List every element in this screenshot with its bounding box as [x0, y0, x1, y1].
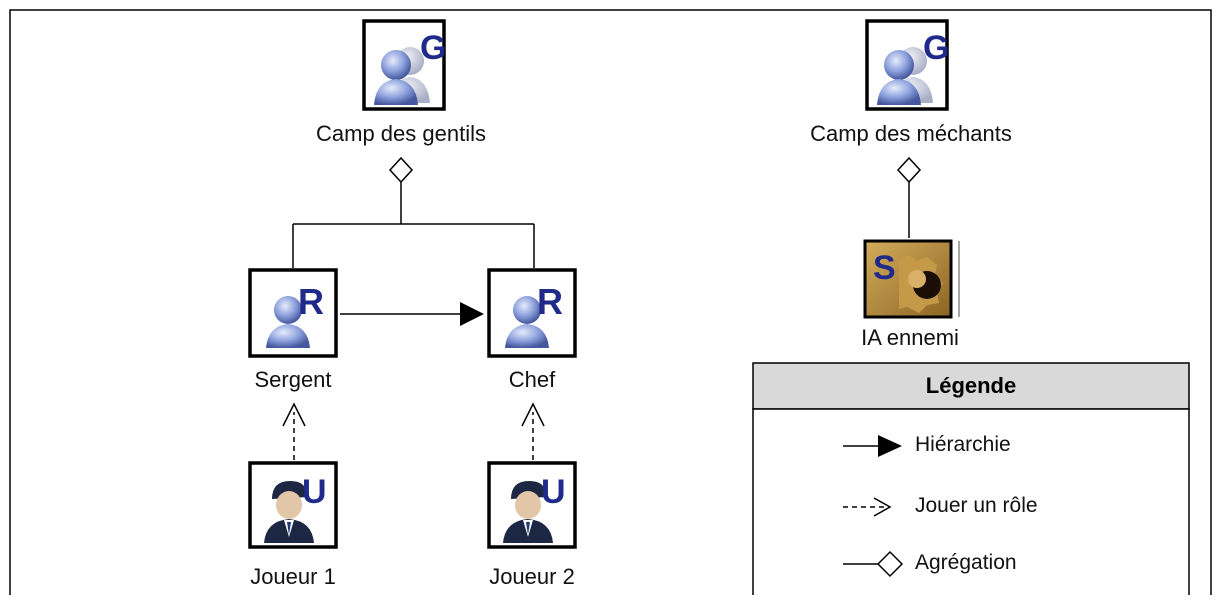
legend-aggregation-label: Agrégation	[915, 551, 1017, 574]
system-badge: S	[873, 249, 896, 287]
group-badge-good: G	[420, 29, 446, 67]
group-label-bad: Camp des méchants	[810, 121, 1012, 146]
role-label-sergent: Sergent	[254, 367, 332, 392]
group-icon-bad: G	[865, 19, 949, 111]
outer-frame	[9, 9, 1212, 600]
system-label: IA ennemi	[861, 325, 959, 350]
legend-play-role-label: Jouer un rôle	[915, 494, 1038, 517]
user-icon-joueur1: U	[248, 461, 338, 549]
legend-hierarchy-symbol	[843, 435, 902, 457]
aggregation-good	[292, 156, 535, 268]
group-label-good: Camp des gentils	[316, 121, 486, 146]
role-icon-sergent: R	[248, 268, 338, 358]
legend-header: Légende	[753, 363, 1189, 409]
aggregation-bad	[896, 156, 922, 238]
hierarchy-arrow	[340, 302, 484, 326]
group-badge-bad: G	[923, 29, 949, 67]
role-badge-sergent: R	[298, 281, 324, 322]
system-icon: S	[863, 239, 960, 319]
user-icon-joueur2: U	[487, 461, 577, 549]
legend-box	[752, 362, 1190, 600]
role-badge-chef: R	[537, 281, 563, 322]
user-label-joueur2: Joueur 2	[489, 564, 575, 589]
legend-title: Légende	[925, 373, 1017, 398]
user-label-joueur1: Joueur 1	[250, 564, 336, 589]
legend-aggregation-symbol	[843, 550, 904, 578]
role-label-chef: Chef	[508, 367, 556, 392]
play-role-arrow-joueur1	[282, 402, 306, 460]
play-role-arrow-joueur2	[521, 402, 545, 460]
legend-play-role-symbol	[843, 497, 892, 517]
group-icon-good: G	[362, 19, 446, 111]
user-badge-joueur2: U	[541, 473, 566, 511]
legend-hierarchy-label: Hiérarchie	[915, 433, 1011, 456]
role-icon-chef: R	[487, 268, 577, 358]
user-badge-joueur1: U	[302, 473, 327, 511]
